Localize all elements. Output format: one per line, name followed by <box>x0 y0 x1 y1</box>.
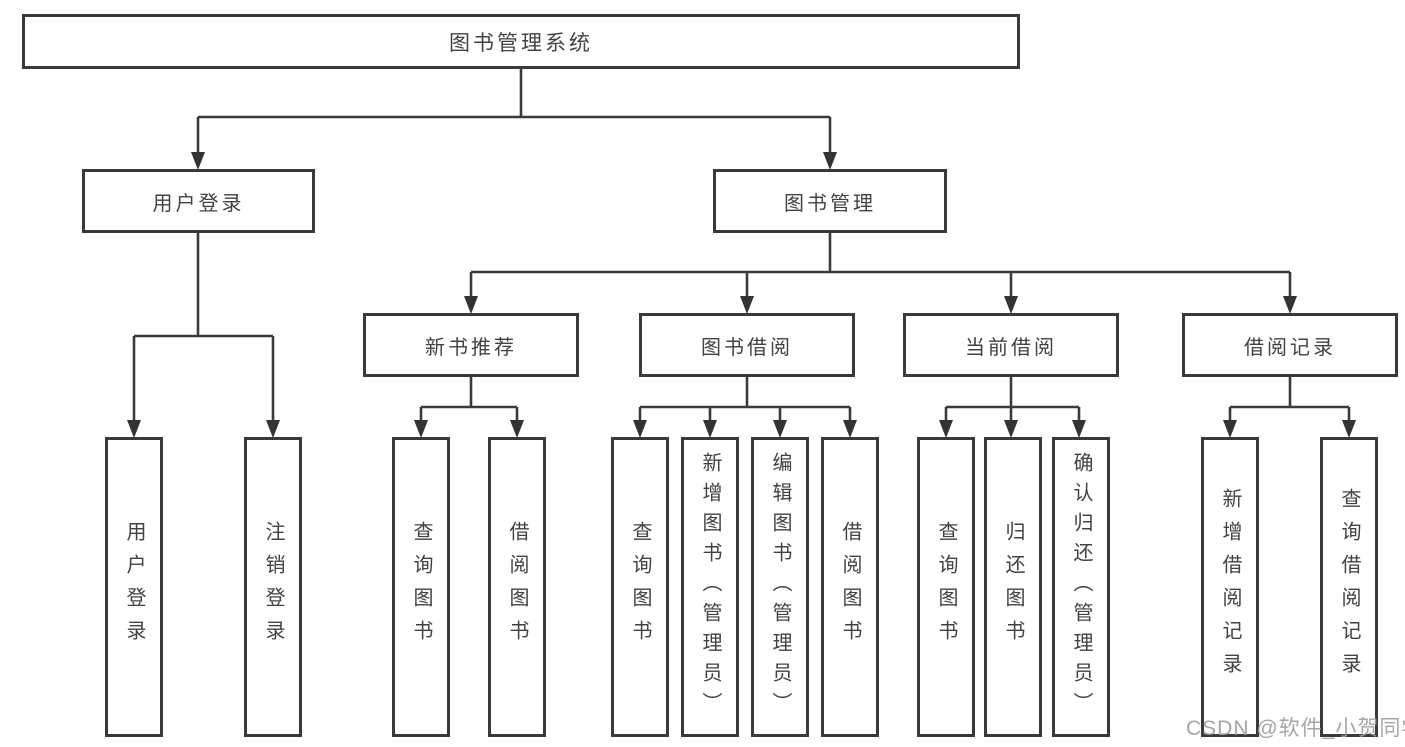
arrow-down-icon <box>1283 296 1297 314</box>
leaf-query-books-borrow: 查询图书 <box>611 437 669 737</box>
arrow-down-icon <box>1223 420 1237 438</box>
node-book-management: 图书管理 <box>713 169 947 233</box>
leaf-confirm-return-admin: 确认归还（管理员） <box>1052 437 1110 737</box>
arrow-down-icon <box>1342 420 1356 438</box>
node-current-borrow: 当前借阅 <box>903 313 1119 377</box>
arrow-down-icon <box>773 420 787 438</box>
connector-new-book-recommend <box>414 377 524 438</box>
arrow-down-icon <box>633 420 647 438</box>
connector-user-login <box>127 233 280 438</box>
leaf-query-books-current: 查询图书 <box>917 437 975 737</box>
leaf-query-books-recommend: 查询图书 <box>392 437 450 737</box>
leaf-query-borrow-record: 查询借阅记录 <box>1320 437 1378 737</box>
connector-borrow-records <box>1223 377 1356 438</box>
arrow-down-icon <box>191 152 205 170</box>
leaf-edit-books-admin: 编辑图书（管理员） <box>751 437 809 737</box>
arrow-down-icon <box>823 152 837 170</box>
node-root-library-system: 图书管理系统 <box>22 14 1020 69</box>
node-new-book-recommend: 新书推荐 <box>363 313 579 377</box>
leaf-add-books-admin: 新增图书（管理员） <box>681 437 739 737</box>
connector-book-borrow <box>633 377 857 438</box>
leaf-borrow-books: 借阅图书 <box>821 437 879 737</box>
leaf-borrow-books-recommend: 借阅图书 <box>488 437 546 737</box>
arrow-down-icon <box>843 420 857 438</box>
leaf-add-borrow-record: 新增借阅记录 <box>1201 437 1259 737</box>
arrow-down-icon <box>939 420 953 438</box>
arrow-down-icon <box>1004 420 1018 438</box>
arrow-down-icon <box>740 296 754 314</box>
arrow-down-icon <box>1004 296 1018 314</box>
arrow-down-icon <box>464 296 478 314</box>
leaf-logout: 注销登录 <box>244 437 302 737</box>
connector-current-borrow <box>939 377 1086 438</box>
node-borrow-records: 借阅记录 <box>1182 313 1398 377</box>
arrow-down-icon <box>414 420 428 438</box>
leaf-user-login: 用户登录 <box>105 437 163 737</box>
arrow-down-icon <box>510 420 524 438</box>
connector-root <box>191 69 837 170</box>
connector-book-management <box>464 233 1297 314</box>
arrow-down-icon <box>266 420 280 438</box>
arrow-down-icon <box>127 420 141 438</box>
watermark-text: CSDN @软件_小贺同学 <box>1186 717 1405 740</box>
node-book-borrow: 图书借阅 <box>639 313 855 377</box>
arrow-down-icon <box>1072 420 1086 438</box>
leaf-return-books: 归还图书 <box>984 437 1042 737</box>
arrow-down-icon <box>703 420 717 438</box>
node-user-login: 用户登录 <box>82 169 315 233</box>
